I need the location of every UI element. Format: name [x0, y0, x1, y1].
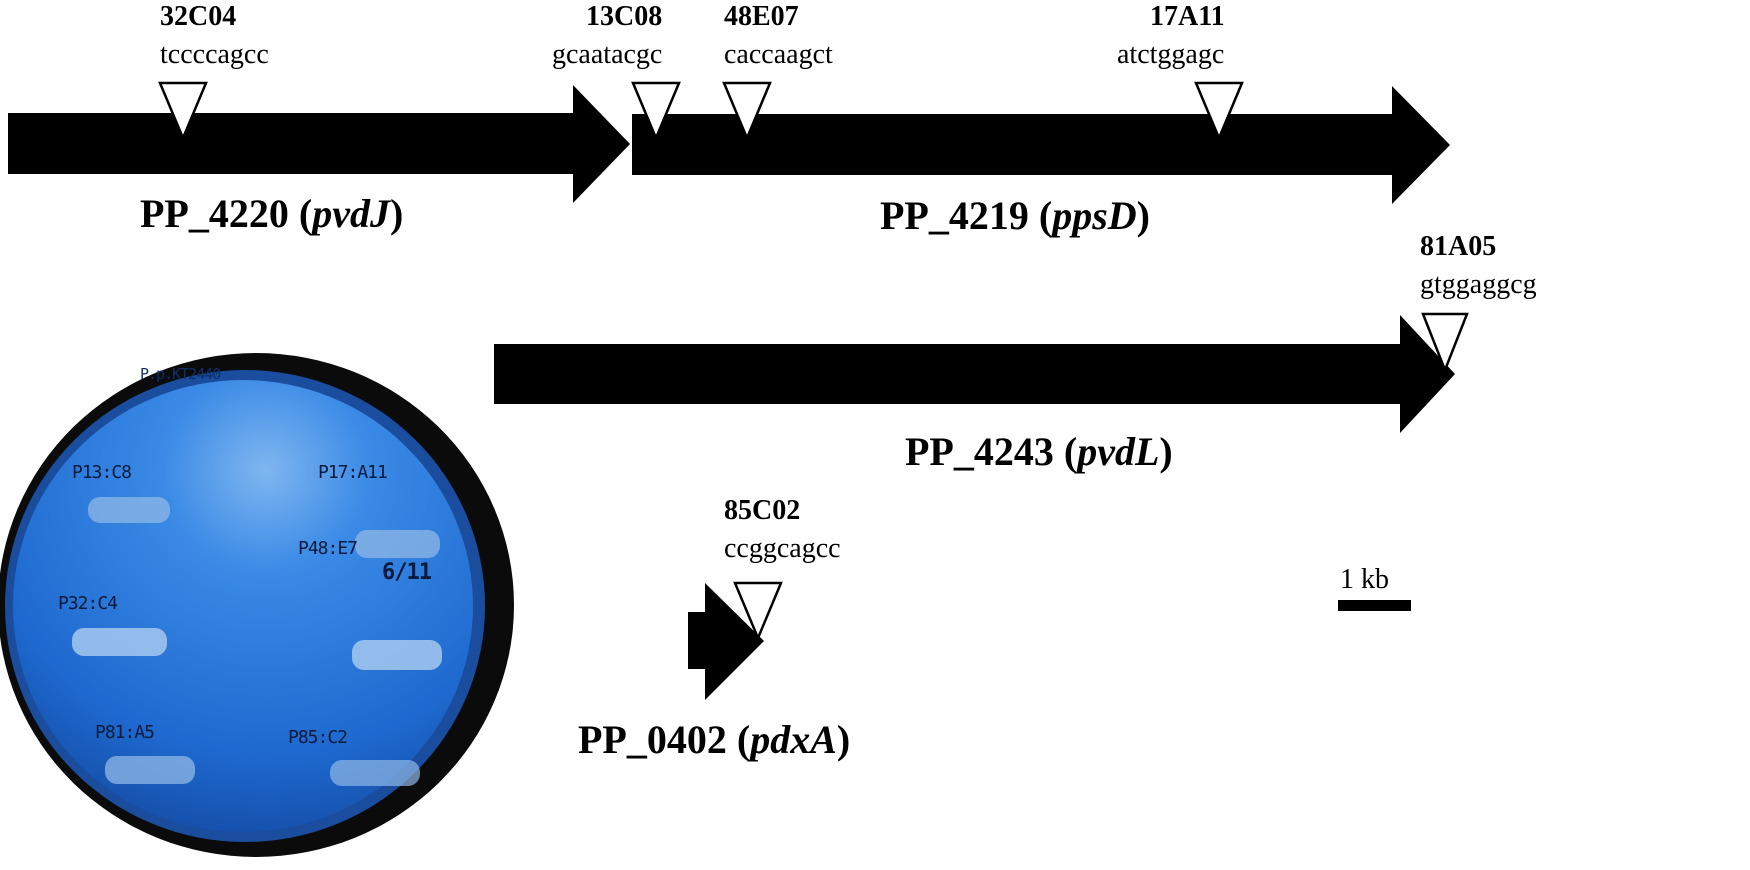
- insertion-seq-17a11: atctggagc: [1117, 39, 1225, 70]
- scale-bar-label: 1 kb: [1340, 564, 1389, 595]
- streak-p81a5: [105, 756, 195, 784]
- insertion-seq-32c04: tccccagcc: [160, 39, 269, 70]
- insertion-id-81a05: 81A05: [1420, 231, 1497, 262]
- insertion-id-17a11: 17A11: [1150, 1, 1225, 32]
- insertion-marker-81a05-icon: [1421, 312, 1469, 374]
- gene-label-pp4243: PP_4243 (pvdL): [905, 429, 1173, 474]
- streak-p32c4: [72, 628, 167, 656]
- insertion-marker-17a11-icon: [1194, 81, 1244, 142]
- gene-arrow-pp4243: [494, 315, 1455, 433]
- plate-label-p85c2: P85:C2: [288, 727, 348, 748]
- plate-label-date: 6/11: [382, 560, 432, 585]
- streak-p13c8: [88, 497, 170, 523]
- gene-arrows: [8, 85, 1455, 700]
- scale-bar: [1338, 600, 1411, 611]
- insertion-id-85c02: 85C02: [724, 495, 801, 526]
- insertion-marker-32c04-icon: [158, 81, 208, 142]
- insertion-seq-81a05: gtggaggcg: [1420, 269, 1537, 300]
- insertion-marker-85c02-icon: [733, 581, 783, 642]
- insertion-seq-13c08: gcaatacgc: [552, 39, 663, 70]
- gene-label-pp4219: PP_4219 (ppsD): [880, 193, 1150, 238]
- plate-medium: [13, 380, 473, 832]
- insertion-id-48e07: 48E07: [724, 1, 799, 32]
- gene-arrow-pp4220: [8, 85, 630, 203]
- insertion-id-32c04: 32C04: [160, 1, 237, 32]
- plate-label-p13c8: P13:C8: [72, 462, 132, 483]
- streak-p48e7: [352, 640, 442, 670]
- gene-arrow-pp4219: [632, 86, 1450, 204]
- plate-label-p17a11: P17:A11: [318, 462, 388, 483]
- gene-label-pp0402: PP_0402 (pdxA): [578, 717, 851, 762]
- plate-label-p48e7: P48:E7: [298, 538, 358, 559]
- gene-arrow-pp0402: [688, 583, 764, 700]
- insertion-marker-48e07-icon: [722, 81, 772, 142]
- plate-label-p81a5: P81:A5: [95, 722, 155, 743]
- insertion-seq-48e07: caccaagct: [724, 39, 833, 70]
- streak-p17a11: [355, 530, 440, 558]
- streak-p85c2: [330, 760, 420, 786]
- insertion-markers: [158, 81, 1469, 642]
- plate-label-p32c4: P32:C4: [58, 593, 118, 614]
- plate-label-strain: P.p.KT2440: [140, 365, 221, 383]
- petri-plate-photo: [0, 353, 514, 857]
- insertion-id-13c08: 13C08: [586, 1, 663, 32]
- insertion-marker-13c08-icon: [631, 81, 681, 142]
- insertion-seq-85c02: ccggcagcc: [724, 533, 841, 564]
- gene-label-pp4220: PP_4220 (pvdJ): [140, 191, 404, 236]
